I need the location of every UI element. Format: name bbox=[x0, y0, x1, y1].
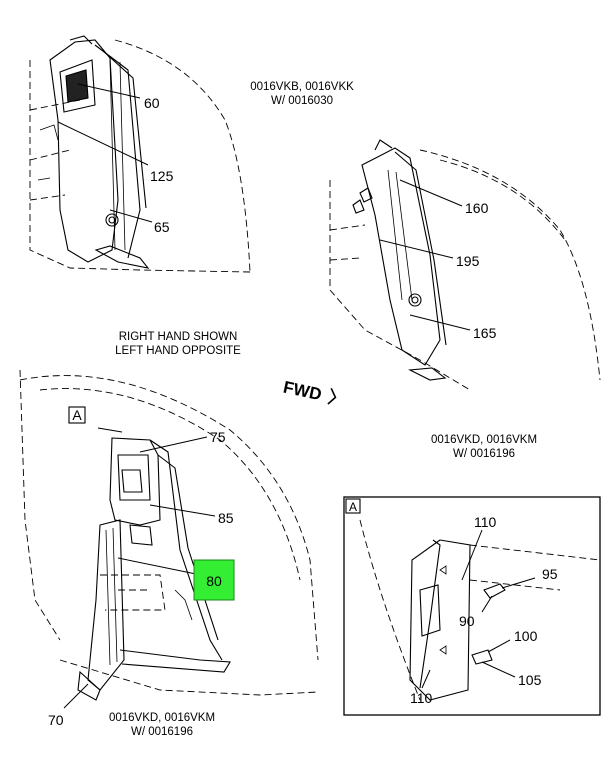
part-80-highlight[interactable] bbox=[193, 559, 235, 601]
detail-tag-main[interactable]: A bbox=[72, 407, 82, 423]
leader-lines bbox=[57, 83, 536, 709]
detail-a-box bbox=[343, 496, 601, 716]
detail-tag-inset-frame bbox=[345, 498, 361, 514]
callout-195[interactable]: 195 bbox=[456, 253, 480, 269]
note-line1: RIGHT HAND SHOWN bbox=[119, 331, 238, 343]
callout-110-bottom[interactable]: 110 bbox=[410, 690, 433, 706]
fwd-direction-marker: FWD bbox=[282, 378, 337, 405]
callout-95[interactable]: 95 bbox=[542, 566, 558, 582]
callout-65[interactable]: 65 bbox=[154, 219, 170, 235]
fwd-arrow-icon bbox=[327, 387, 337, 405]
note-line2: LEFT HAND OPPOSITE bbox=[115, 345, 241, 357]
caption-middle-right-line1: 0016VKD, 0016VKM bbox=[431, 434, 537, 446]
view-top-left-pillar bbox=[29, 35, 251, 273]
callout-90[interactable]: 90 bbox=[459, 613, 475, 629]
caption-bottom-left-line2: W/ 0016196 bbox=[131, 726, 193, 738]
callout-75[interactable]: 75 bbox=[210, 429, 226, 445]
view-top-right-pillar bbox=[329, 139, 601, 391]
callout-160[interactable]: 160 bbox=[465, 200, 489, 216]
detail-tag-main-frame bbox=[68, 406, 86, 424]
callout-105[interactable]: 105 bbox=[518, 672, 542, 688]
caption-top-right-line2: W/ 0016030 bbox=[271, 95, 333, 107]
caption-top-right-line1: 0016VKB, 0016VKK bbox=[250, 81, 354, 93]
caption-middle-right-line2: W/ 0016196 bbox=[453, 448, 515, 460]
callout-125[interactable]: 125 bbox=[150, 168, 174, 184]
callout-80[interactable]: 80 bbox=[206, 573, 222, 589]
callout-85[interactable]: 85 bbox=[218, 510, 234, 526]
callout-60[interactable]: 60 bbox=[144, 95, 160, 111]
view-bottom-left-pillar bbox=[19, 369, 319, 701]
caption-bottom-left-line1: 0016VKD, 0016VKM bbox=[109, 712, 215, 724]
fwd-label: FWD bbox=[282, 378, 324, 405]
callout-110-top[interactable]: 110 bbox=[474, 514, 497, 530]
callout-165[interactable]: 165 bbox=[473, 325, 497, 341]
callout-100[interactable]: 100 bbox=[514, 628, 538, 644]
detail-tag-inset: A bbox=[349, 500, 357, 514]
callout-70[interactable]: 70 bbox=[48, 712, 64, 728]
